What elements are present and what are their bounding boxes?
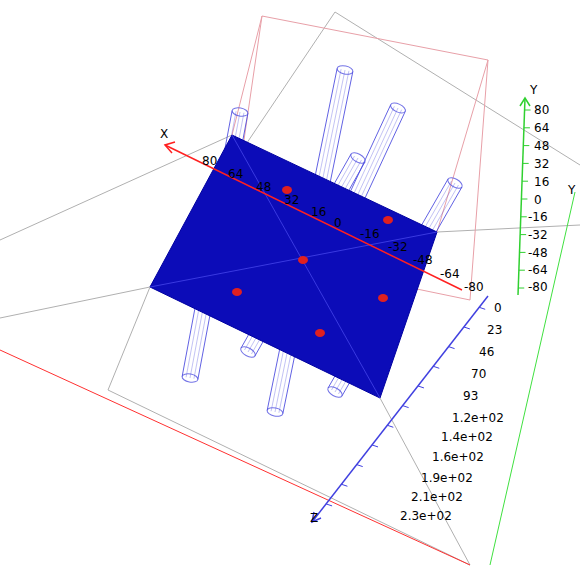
axis-label: 1.4e+02 [441, 431, 493, 443]
axis-label: 48 [534, 140, 549, 152]
axis-label: 93 [463, 390, 478, 402]
axis-label: 1.6e+02 [432, 451, 484, 463]
axis-label: Z [310, 512, 318, 524]
axis-label: -80 [464, 281, 484, 293]
x-axis-long [0, 350, 470, 565]
axis-label: Y [530, 84, 537, 96]
axis-label: -64 [440, 268, 460, 280]
hit-markers [232, 186, 393, 337]
axis-label: 2.3e+02 [400, 510, 452, 522]
axis-label: -32 [528, 229, 548, 241]
axis-label: 64 [228, 168, 243, 180]
axis-label: 70 [471, 368, 486, 380]
axis-label: 0 [534, 194, 542, 206]
axis-label: -48 [528, 247, 548, 259]
y-axis-long [490, 192, 575, 565]
z-ticks [326, 307, 485, 506]
axis-label: -80 [528, 281, 548, 293]
axis-label: -16 [360, 228, 380, 240]
axis-label: 80 [534, 104, 549, 116]
axis-label: 46 [479, 346, 494, 358]
axis-label: 0 [494, 302, 502, 314]
axis-label: 2.1e+02 [411, 491, 463, 503]
axis-label: Y [568, 184, 575, 196]
axis-label: 1.9e+02 [421, 472, 473, 484]
axis-label: 16 [311, 206, 326, 218]
axis-label: 64 [534, 122, 549, 134]
axis-label: 48 [256, 181, 271, 193]
axis-label: 80 [202, 155, 217, 167]
z-axis [312, 296, 488, 522]
axis-label: -16 [528, 211, 548, 223]
axis-label: 16 [534, 176, 549, 188]
plate [150, 135, 437, 398]
axis-label: 1.2e+02 [452, 412, 504, 424]
axis-label: X [160, 128, 168, 140]
axis-label: -48 [413, 254, 433, 266]
axis-label: -32 [388, 241, 408, 253]
axis-label: 0 [334, 217, 342, 229]
axis-label: 32 [534, 158, 549, 170]
axis-label: -64 [528, 264, 548, 276]
y-ticks [518, 110, 530, 288]
world-box [0, 12, 580, 565]
plate-diagonal [150, 232, 437, 287]
plate-diagonal [232, 135, 380, 398]
axis-label: 23 [487, 324, 502, 336]
x-axis [165, 142, 462, 290]
axis-label: 32 [284, 194, 299, 206]
